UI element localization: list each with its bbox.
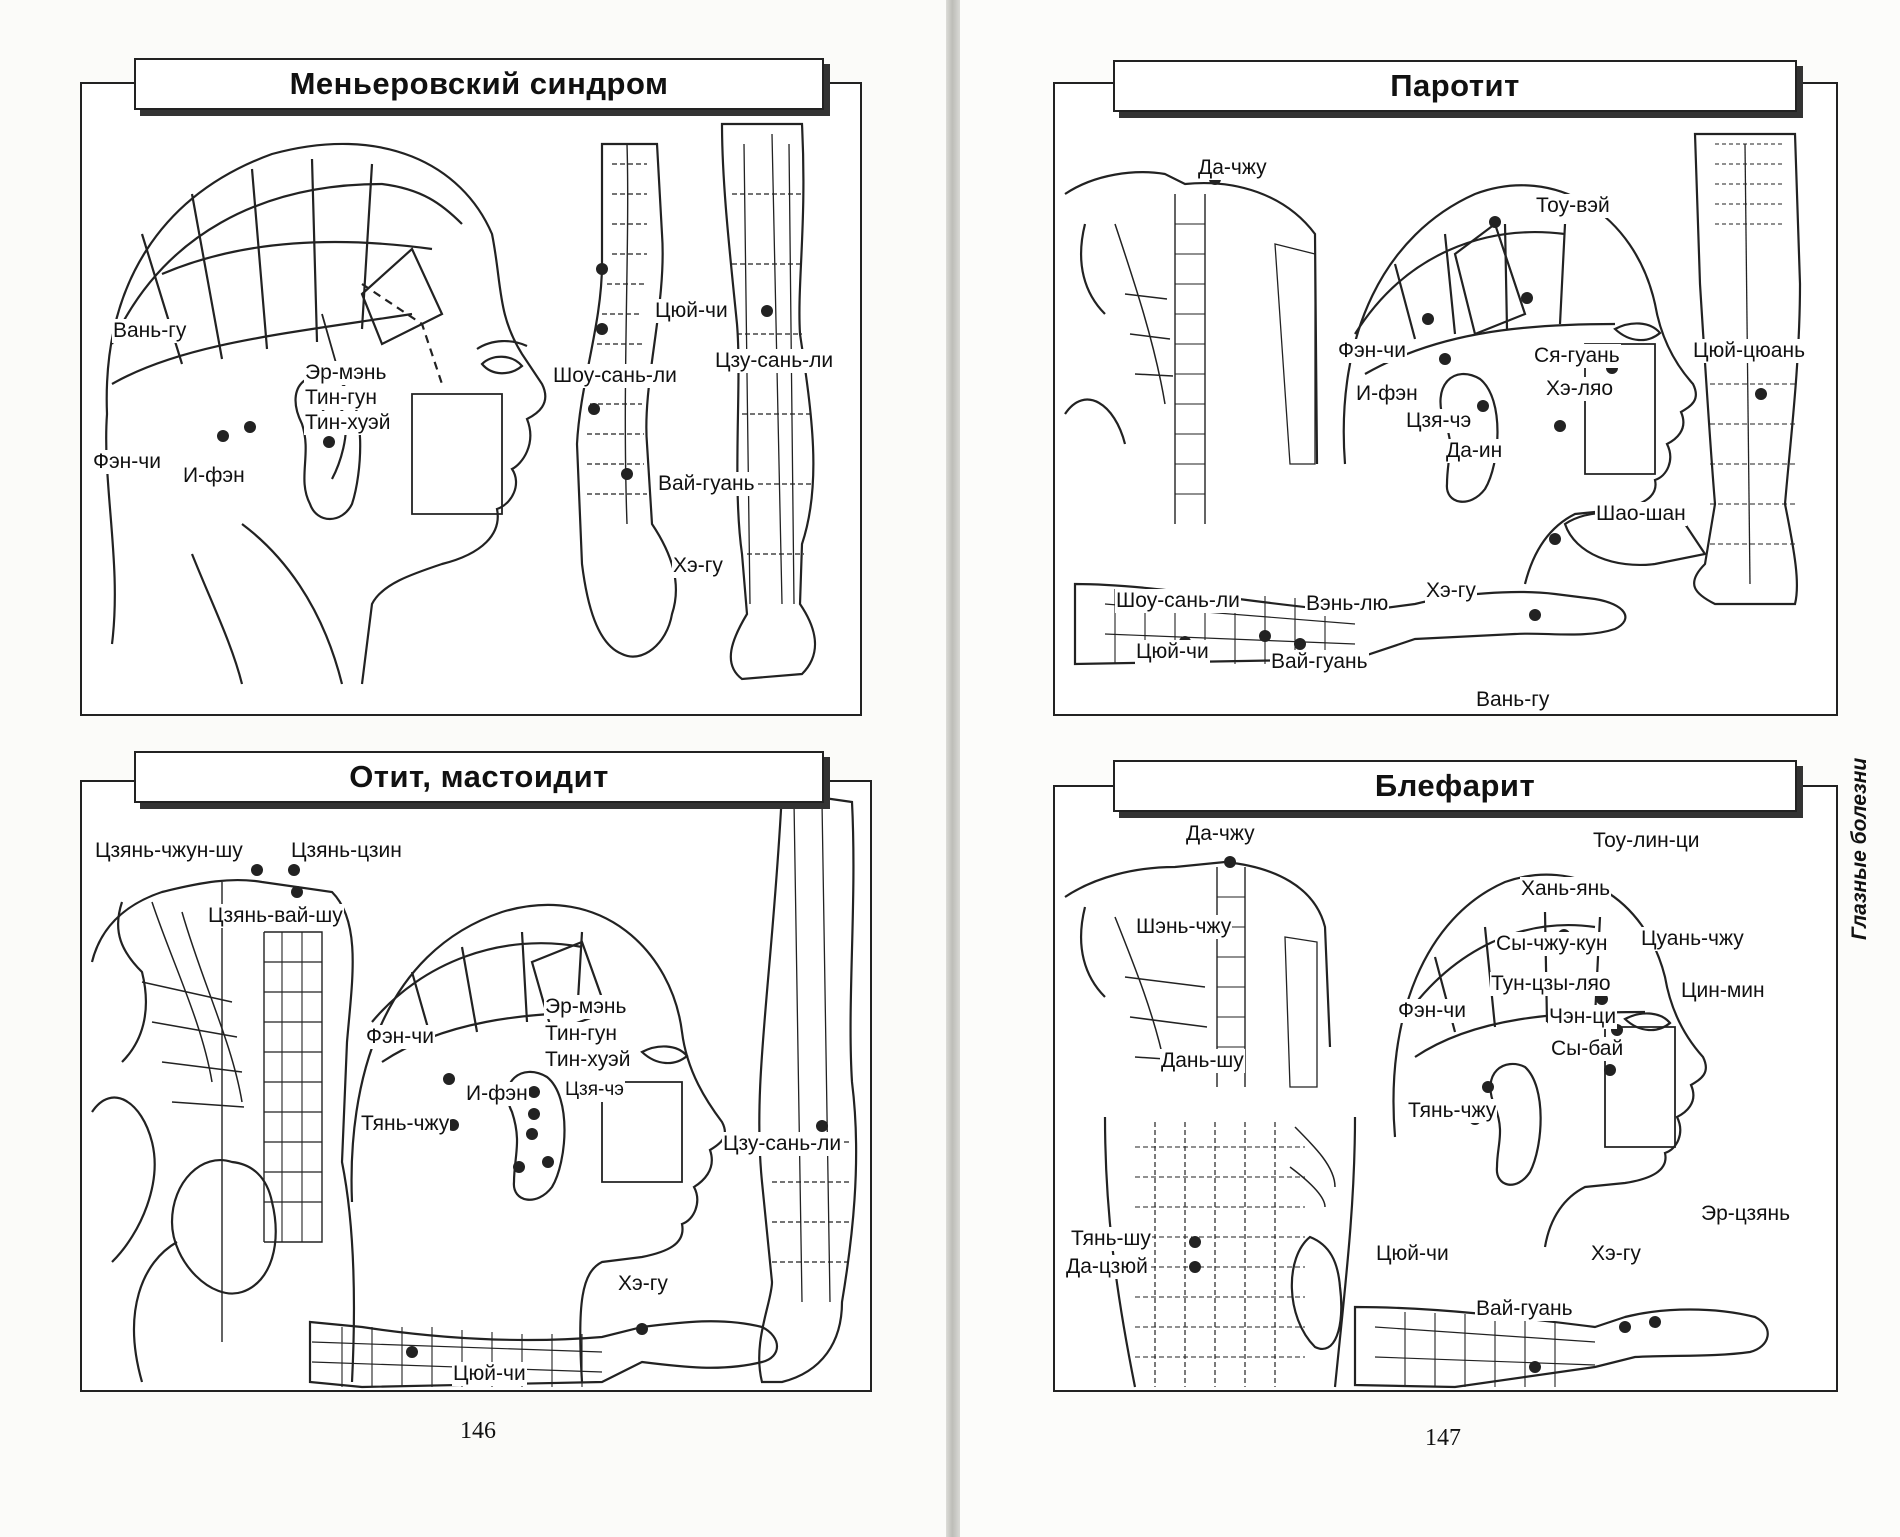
panel-title: Блефарит <box>1113 760 1797 812</box>
point-label: Цзя-чэ <box>564 1078 625 1102</box>
point-label: Эр-мэнь <box>544 995 628 1019</box>
meniere-illustration <box>105 122 816 685</box>
point-label: Сы-бай <box>1550 1037 1625 1061</box>
point-label: Шоу-сань-ли <box>1115 589 1241 613</box>
point-label: Хэ-гу <box>672 554 724 578</box>
point-label: Фэн-чи <box>1397 999 1467 1023</box>
point-label: Хань-янь <box>1520 877 1612 901</box>
point-label: Вай-гуань <box>657 472 756 496</box>
point-label: Фэн-чи <box>365 1025 435 1049</box>
point-label: Ся-гуань <box>1533 344 1621 368</box>
point-label: Тин-хуэй <box>544 1048 632 1072</box>
point-label: Вань-гу <box>112 319 188 343</box>
point-label: Тин-хуэй <box>304 411 392 435</box>
panel-title: Меньеровский синдром <box>134 58 824 110</box>
point-label: Вань-гу <box>1475 688 1551 712</box>
point-label: Хэ-гу <box>1590 1242 1642 1266</box>
point-label: Цюй-цюань <box>1692 339 1807 363</box>
page-number-right: 147 <box>1425 1425 1461 1451</box>
point-label: Вай-гуань <box>1475 1297 1574 1321</box>
blepharitis-illustration <box>1064 856 1769 1389</box>
point-label: Чэн-ци <box>1548 1005 1618 1029</box>
point-label: Шэнь-чжу <box>1135 915 1233 939</box>
point-label: Да-ин <box>1445 439 1504 463</box>
point-label: Цзянь-вай-шу <box>207 904 344 928</box>
parotitis-illustration <box>1064 132 1802 666</box>
point-label: И-фэн <box>182 464 246 488</box>
book-gutter <box>946 0 960 1537</box>
point-label: Тянь-чжу <box>1407 1099 1498 1123</box>
point-label: Цюй-чи <box>452 1362 527 1386</box>
panel-title: Паротит <box>1113 60 1797 112</box>
point-label: Тин-гун <box>304 386 378 410</box>
panel-blepharitis: Да-чжу Шэнь-чжу Дань-шу Тоу-лин-ци Хань-… <box>1053 785 1838 1392</box>
point-label: Вэнь-лю <box>1305 592 1390 616</box>
point-label: Тун-цзы-ляо <box>1490 972 1612 996</box>
point-label: Хэ-гу <box>617 1272 669 1296</box>
point-label: Шоу-сань-ли <box>552 364 678 388</box>
point-label: Тянь-чжу <box>360 1112 451 1136</box>
side-caption: Глазные болезни <box>1848 757 1871 940</box>
point-label: Тоу-вэй <box>1535 194 1611 218</box>
panel-meniere: Вань-гу Фэн-чи И-фэн Эр-мэнь Тин-гун Тин… <box>80 82 862 716</box>
point-label: Фэн-чи <box>92 450 162 474</box>
point-label: И-фэн <box>465 1082 529 1106</box>
point-label: Цюй-чи <box>654 299 729 323</box>
panel-otitis: Цзянь-чжун-шу Цзянь-цзин Цзянь-вай-шу Фэ… <box>80 780 872 1392</box>
point-label: Сы-чжу-кун <box>1495 932 1609 956</box>
point-label: Цуань-чжу <box>1640 927 1745 951</box>
point-label: Дань-шу <box>1160 1049 1245 1073</box>
panel-title: Отит, мастоидит <box>134 751 824 803</box>
point-label: Хэ-гу <box>1425 579 1477 603</box>
point-label: Тоу-лин-ци <box>1592 829 1701 853</box>
point-label: Тянь-шу <box>1070 1227 1152 1251</box>
point-label: Шао-шан <box>1595 502 1687 526</box>
point-label: Вай-гуань <box>1270 650 1369 674</box>
point-label: Цин-мин <box>1680 979 1766 1003</box>
point-label: Цзу-сань-ли <box>714 349 835 373</box>
point-label: Хэ-ляо <box>1545 377 1615 401</box>
point-label: Да-чжу <box>1197 156 1268 180</box>
point-label: Цзу-сань-ли <box>722 1132 843 1156</box>
page-number-left: 146 <box>460 1418 496 1444</box>
point-label: Цзянь-чжун-шу <box>94 839 244 863</box>
panel-parotitis: Да-чжу Тоу-вэй Фэн-чи И-фэн Цзя-чэ Ся-гу… <box>1053 82 1838 716</box>
point-label: Цюй-чи <box>1375 1242 1450 1266</box>
otitis-illustration <box>90 790 858 1389</box>
point-label: Эр-цзянь <box>1700 1202 1792 1226</box>
point-label: Эр-мэнь <box>304 361 388 385</box>
point-label: Цзя-чэ <box>1405 409 1473 433</box>
point-label: Цюй-чи <box>1135 640 1210 664</box>
point-label: Цзянь-цзин <box>290 839 403 863</box>
point-label: Да-цзюй <box>1065 1255 1149 1279</box>
point-label: Да-чжу <box>1185 822 1256 846</box>
point-label: Фэн-чи <box>1337 339 1407 363</box>
point-label: Тин-гун <box>544 1022 618 1046</box>
point-label: И-фэн <box>1355 382 1419 406</box>
